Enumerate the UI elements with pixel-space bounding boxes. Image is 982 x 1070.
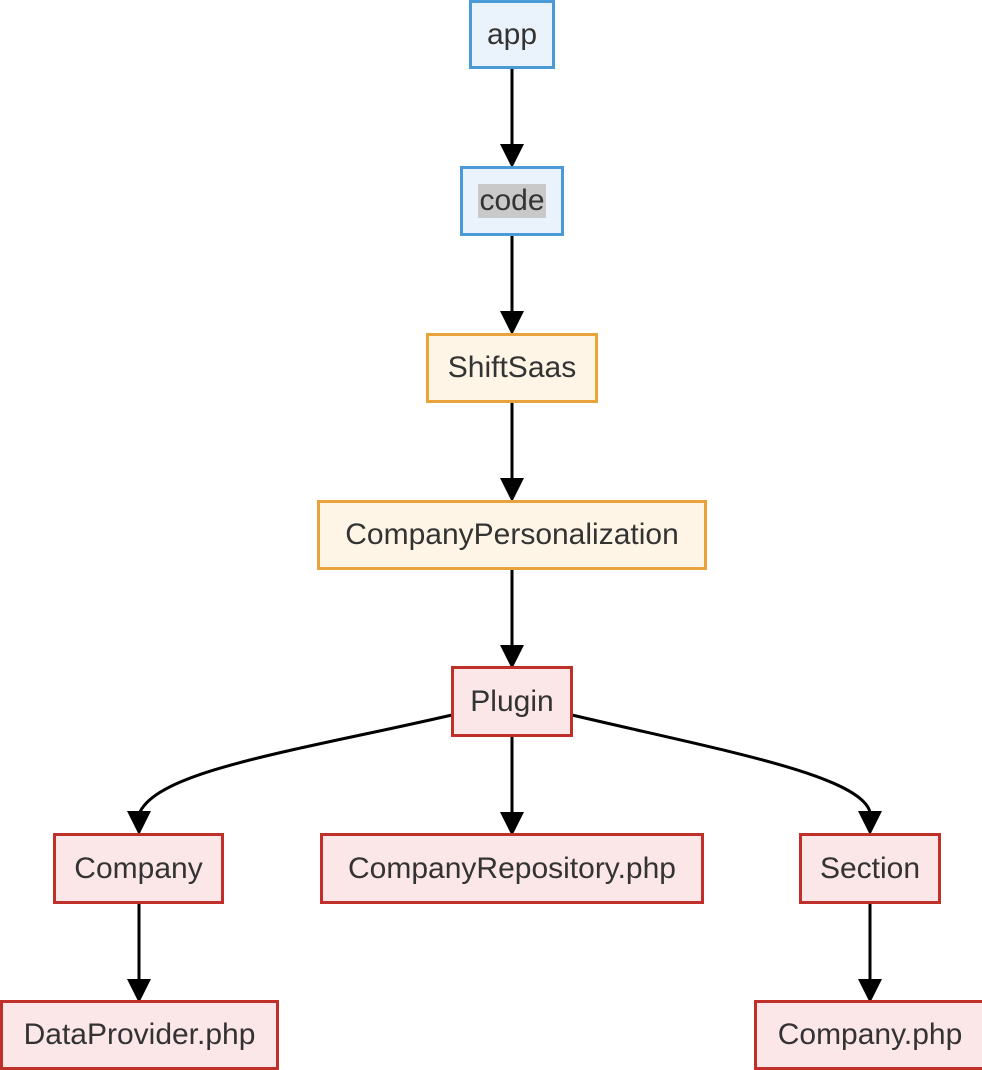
- node-section-label: Section: [819, 851, 921, 885]
- arrowhead-dataprovider: [127, 979, 151, 1003]
- node-company[interactable]: Company: [53, 833, 224, 904]
- node-plugin[interactable]: Plugin: [451, 666, 573, 737]
- arrowhead-section: [858, 811, 882, 835]
- arrowhead-companyphp: [858, 979, 882, 1003]
- arrowhead-companypersonalization: [500, 478, 524, 502]
- node-dataprovider-label: DataProvider.php: [23, 1018, 256, 1051]
- node-companypersonalization[interactable]: CompanyPersonalization: [317, 500, 707, 570]
- arrowhead-code: [500, 144, 524, 168]
- node-shiftsaas-label: ShiftSaas: [447, 351, 577, 384]
- arrowhead-plugin: [500, 645, 524, 669]
- edge-plugin-company: [138, 713, 453, 813]
- arrowhead-companyrepository: [500, 812, 524, 836]
- node-companyrepository[interactable]: CompanyRepository.php: [320, 833, 704, 904]
- node-shiftsaas[interactable]: ShiftSaas: [426, 333, 598, 403]
- edge-plugin-section: [571, 713, 872, 813]
- arrowhead-shiftsaas: [500, 311, 524, 335]
- node-dataprovider[interactable]: DataProvider.php: [0, 1000, 279, 1070]
- node-app-label: app: [486, 17, 538, 51]
- node-companypersonalization-label: CompanyPersonalization: [345, 518, 679, 551]
- node-code-label: code: [478, 184, 546, 218]
- node-plugin-label: Plugin: [470, 684, 554, 718]
- node-companyphp-label: Company.php: [777, 1018, 963, 1051]
- node-company-label: Company: [74, 851, 203, 885]
- node-app[interactable]: app: [469, 0, 555, 69]
- arrowhead-company: [127, 811, 151, 835]
- node-companyrepository-label: CompanyRepository.php: [348, 851, 676, 885]
- node-code[interactable]: code: [460, 166, 564, 236]
- node-section[interactable]: Section: [799, 833, 941, 904]
- node-companyphp[interactable]: Company.php: [754, 1000, 982, 1070]
